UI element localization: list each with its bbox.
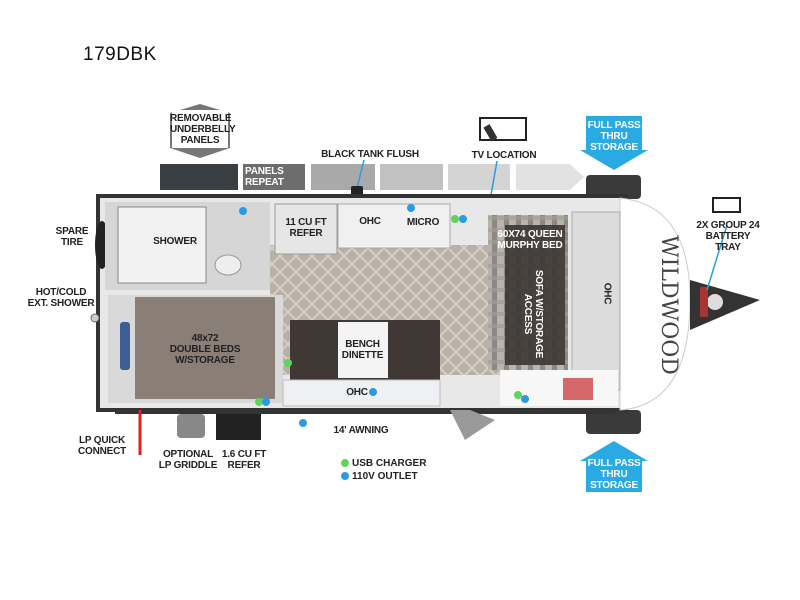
griddle-label: OPTIONAL LP GRIDDLE	[158, 449, 218, 471]
spare-tire-label: SPARE TIRE	[55, 226, 89, 248]
tv-location-label: TV LOCATION	[471, 150, 537, 161]
double-beds-label: 48x72 DOUBLE BEDS W/STORAGE	[169, 333, 241, 366]
legend-usb: USB CHARGER	[341, 458, 426, 469]
underbelly-label: REMOVABLE UNDERBELLY PANELS	[170, 113, 236, 146]
battery-tray-label: 2X GROUP 24 BATTERY TRAY	[696, 220, 760, 253]
micro-label: MICRO	[406, 217, 440, 228]
refer-16-label: 1.6 CU FT REFER	[221, 449, 267, 471]
lp-connect-label: LP QUICK CONNECT	[77, 435, 127, 457]
black-tank-flush-label: BLACK TANK FLUSH	[321, 149, 419, 160]
refer-11-label: 11 CU FT REFER	[285, 217, 327, 239]
underbelly-panel	[160, 164, 238, 190]
panels-repeat-box	[243, 164, 305, 190]
arrow-down-icon	[580, 116, 648, 170]
legend-outlet-label: 110V OUTLET	[352, 471, 418, 482]
ohc-dinette-label: OHC	[346, 387, 368, 398]
murphy-bed-label: 60X74 QUEEN MURPHY BED	[497, 229, 563, 251]
bench-dinette-label: BENCH DINETTE	[341, 339, 384, 361]
outlet-markers	[239, 204, 529, 427]
underbelly-arrow	[170, 104, 230, 158]
legend-usb-label: USB CHARGER	[352, 458, 427, 469]
shower-label: SHOWER	[153, 236, 197, 247]
arrow-up-icon	[580, 441, 648, 492]
svg-text:WILDWOOD: WILDWOOD	[656, 235, 681, 375]
awning-label: 14' AWNING	[333, 425, 389, 436]
model-title: 179DBK	[83, 44, 157, 65]
ohc-front-label: OHC	[601, 282, 613, 305]
usb-dot-icon	[341, 459, 349, 467]
battery-icon	[712, 197, 741, 213]
tv-icon	[479, 117, 527, 142]
pass-thru-top-label: FULL PASS THRU STORAGE	[587, 120, 641, 153]
legend-outlet: 110V OUTLET	[341, 471, 418, 482]
sofa-label: SOFA W/STORAGE ACCESS	[522, 269, 544, 359]
outlet-dot-icon	[341, 472, 349, 480]
panels-repeat-label: PANELS REPEAT	[245, 166, 284, 188]
ext-shower-label: HOT/COLD EXT. SHOWER	[27, 287, 95, 309]
ohc-kitchen-label: OHC	[359, 216, 381, 227]
pass-thru-bottom-label: FULL PASS THRU STORAGE	[587, 458, 641, 491]
